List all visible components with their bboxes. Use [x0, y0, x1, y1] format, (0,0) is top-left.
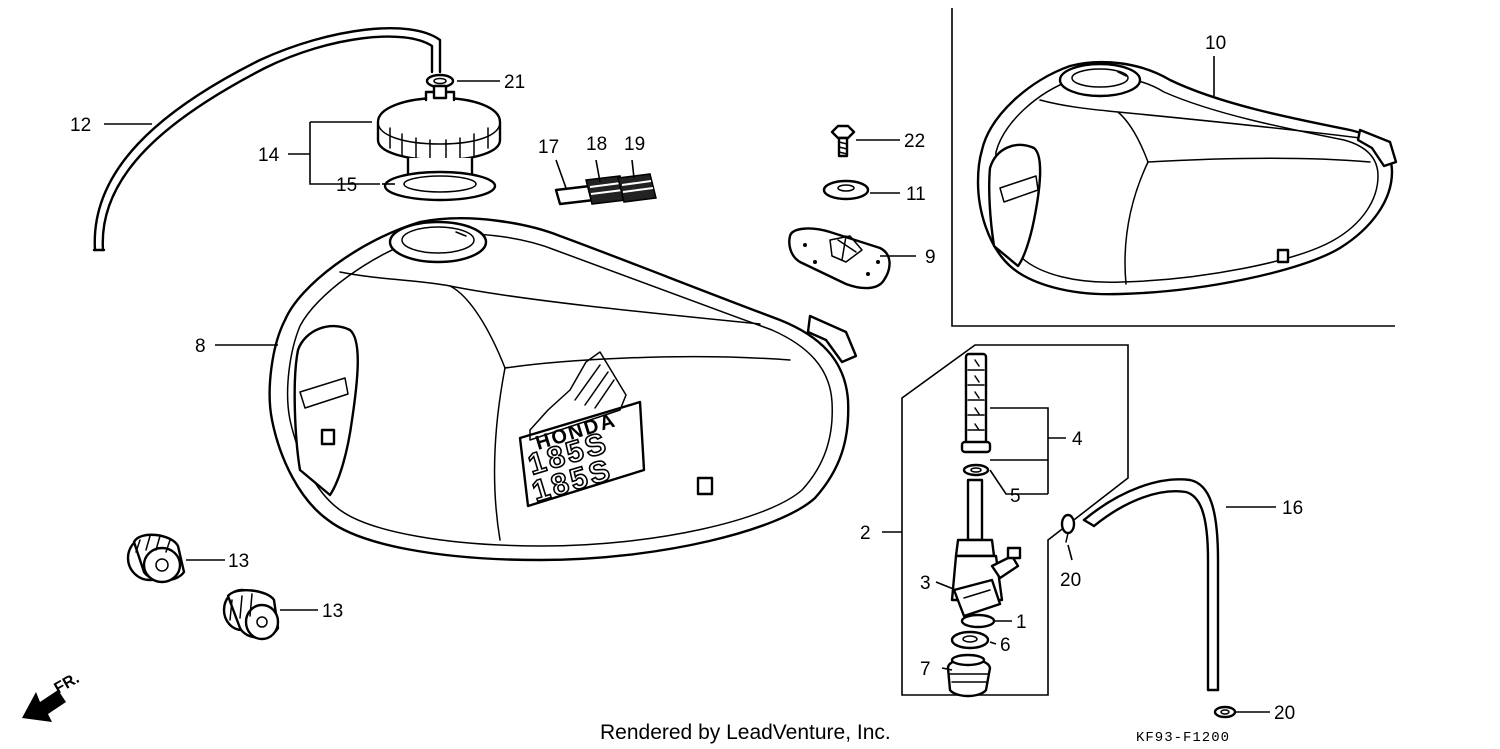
- callout-labels: 12 21 14 15 17 18 19 8 13 13 22 11 9 10 …: [70, 33, 1303, 724]
- part-12-breather-hose[interactable]: [92, 27, 442, 252]
- callout-3: 3: [920, 573, 931, 594]
- part-19-stripe[interactable]: [617, 173, 657, 203]
- callout-14: 14: [258, 145, 280, 166]
- callout-1: 1: [1016, 612, 1027, 633]
- part-15-gasket[interactable]: [383, 170, 497, 202]
- part-6-washer[interactable]: [950, 630, 990, 650]
- rendered-by-credit: Rendered by LeadVenture, Inc.: [600, 721, 891, 744]
- part-10-fuel-tank-alternate[interactable]: [976, 60, 1398, 296]
- front-direction-indicator: FR.: [22, 670, 82, 722]
- part-1-o-ring[interactable]: [960, 613, 996, 629]
- part-16-fuel-hose[interactable]: [1082, 478, 1220, 692]
- part-9-seat-cushion[interactable]: [788, 227, 891, 290]
- inset-box-frame: [951, 8, 1395, 327]
- callout-11: 11: [906, 184, 926, 205]
- callout-21: 21: [504, 72, 525, 93]
- callout-4: 4: [1072, 429, 1083, 450]
- callout-8: 8: [195, 336, 206, 357]
- callout-10: 10: [1205, 33, 1226, 54]
- part-3-valve-lever[interactable]: [952, 578, 1002, 618]
- callout-22: 22: [904, 131, 925, 152]
- part-13-cushion-upper[interactable]: [126, 533, 186, 584]
- callout-5: 5: [1010, 486, 1021, 507]
- diagram-code: KF93-F1200: [1136, 730, 1230, 746]
- callout-20-lower: 20: [1274, 703, 1295, 724]
- callout-2: 2: [860, 523, 871, 544]
- callout-9: 9: [925, 247, 936, 268]
- valve-group-frame: [901, 344, 1129, 696]
- callout-7: 7: [920, 659, 931, 680]
- leader-lines: [104, 56, 1276, 713]
- part-13-cushion-lower[interactable]: [222, 588, 280, 641]
- callout-6: 6: [1000, 635, 1011, 656]
- callout-15: 15: [336, 175, 357, 196]
- tank-emblem: HONDA 185S 185S: [518, 351, 646, 509]
- callout-20-upper: 20: [1060, 570, 1081, 591]
- part-20-clip-lower[interactable]: [1213, 705, 1237, 719]
- callout-16: 16: [1282, 498, 1303, 519]
- callout-18: 18: [586, 134, 607, 155]
- part-20-clip-upper[interactable]: [1060, 513, 1076, 543]
- part-7-sediment-cup[interactable]: [946, 653, 992, 698]
- callout-12: 12: [70, 115, 91, 136]
- part-5-o-ring[interactable]: [962, 463, 990, 477]
- part-11-washer[interactable]: [822, 179, 870, 201]
- part-4-strainer[interactable]: [960, 352, 992, 454]
- part-22-bolt[interactable]: [830, 124, 856, 158]
- callout-19: 19: [624, 134, 645, 155]
- callout-13-upper: 13: [228, 551, 249, 572]
- callout-17: 17: [538, 137, 559, 158]
- callout-13-lower: 13: [322, 601, 343, 622]
- front-arrow-icon: [22, 690, 66, 722]
- part-8-fuel-tank[interactable]: [268, 217, 858, 562]
